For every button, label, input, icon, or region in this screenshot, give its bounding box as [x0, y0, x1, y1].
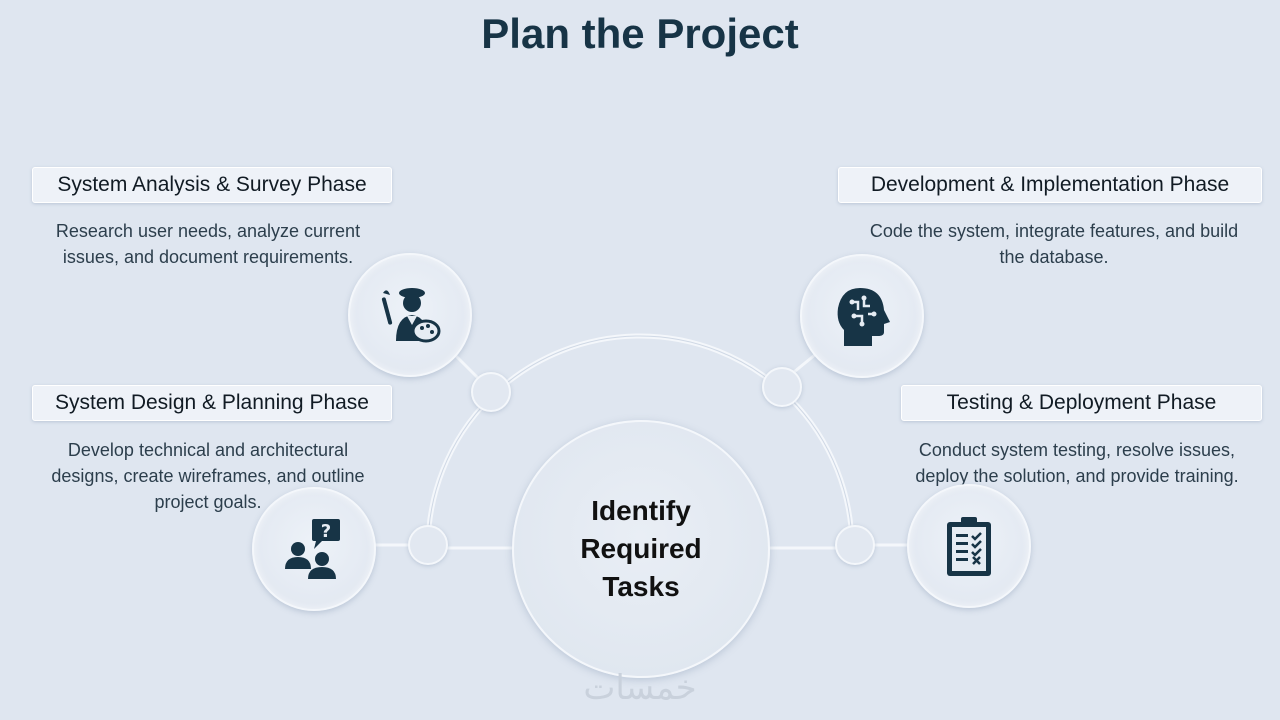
connector-node-left-lower: [408, 525, 448, 565]
phase-label-system-analysis: System Analysis & Survey Phase: [32, 167, 392, 203]
phase-label-development: Development & Implementation Phase: [838, 167, 1262, 203]
phase-description-testing: Conduct system testing, resolve issues, …: [915, 440, 1239, 486]
phase-bubble-system-analysis: [348, 253, 472, 377]
connector-node-right-upper: [762, 367, 802, 407]
phase-label-testing: Testing & Deployment Phase: [901, 385, 1262, 421]
phase-bubble-testing: [907, 484, 1031, 608]
phase-bubble-system-design: ?: [252, 487, 376, 611]
center-circle: Identify Required Tasks: [512, 420, 770, 678]
connector-node-left-upper: [471, 372, 511, 412]
phase-description-system-analysis: Research user needs, analyze current iss…: [55, 221, 361, 267]
phase-description-development: Code the system, integrate features, and…: [869, 221, 1239, 267]
phase-label-system-design: System Design & Planning Phase: [32, 385, 392, 421]
brain-circuit-head-icon: [837, 288, 890, 346]
center-label: Identify Required Tasks: [580, 495, 702, 602]
svg-text:?: ?: [321, 521, 331, 542]
watermark-logo: خمسات: [583, 668, 697, 708]
phase-description-system-design: Develop technical and architectural desi…: [51, 440, 365, 512]
clipboard-checklist-icon: [947, 517, 991, 576]
painter-palette-icon: [381, 288, 441, 343]
connector-node-right-lower: [835, 525, 875, 565]
phase-bubble-development: [800, 254, 924, 378]
page-title: Plan the Project: [481, 10, 799, 57]
people-question-icon: ?: [285, 519, 340, 579]
